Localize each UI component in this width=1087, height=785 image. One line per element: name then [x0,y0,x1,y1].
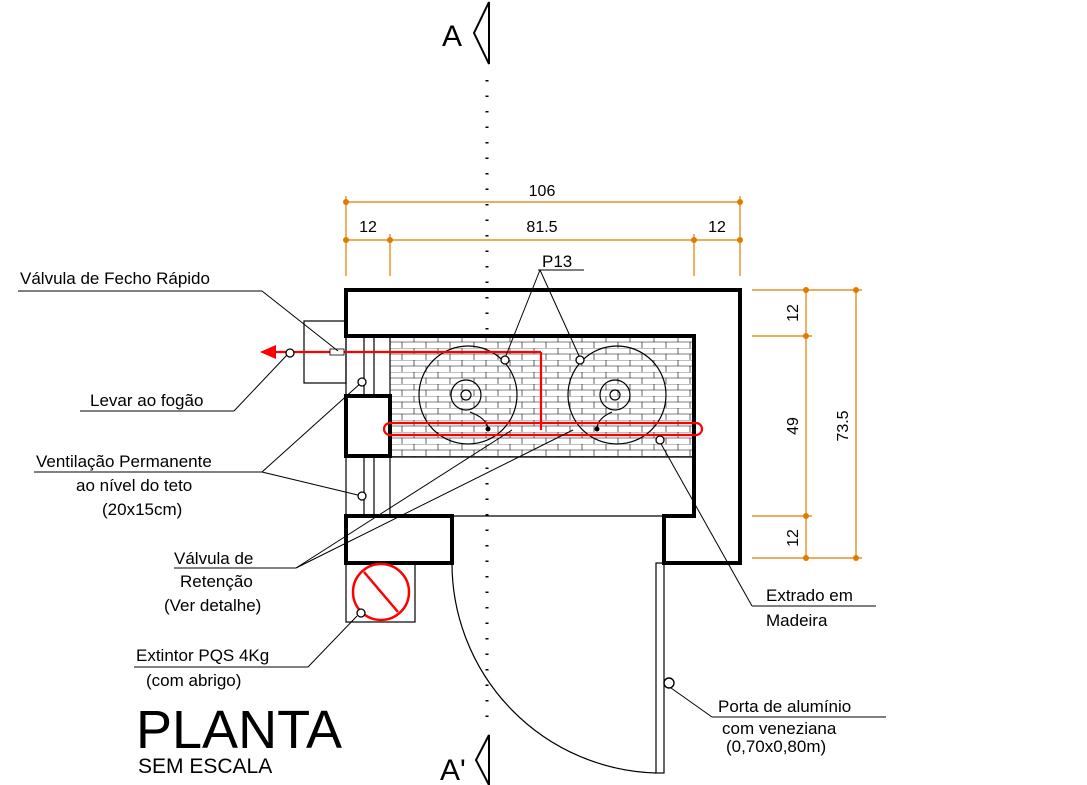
label-quick-valve: Válvula de Fecho Rápido [20,269,210,288]
vertical-dimensions: 12 49 12 73.5 [752,287,862,561]
label-door-line1: Porta de alumínio [718,697,851,716]
label-wood-line2: Madeira [766,611,828,630]
title-main: PLANTA [136,700,342,760]
label-ext-line1: Extintor PQS 4Kg [136,646,269,665]
wall-bottom-left [344,514,454,565]
label-ext-line2: (com abrigo) [146,671,241,690]
label-door-line2: com veneziana [722,719,837,738]
label-vent-line1: Ventilação Permanente [36,452,212,471]
label-to-stove: Levar ao fogão [90,391,203,410]
dim-left-wall: 12 [359,219,377,236]
dim-right-wall: 12 [708,219,726,236]
drawing-title: PLANTA SEM ESCALA [136,700,342,778]
dim-total-width: 106 [529,183,556,200]
door [451,562,665,774]
dim-inner-width: 81.5 [526,219,557,236]
dim-top-wall: 12 [785,304,802,322]
gas-cylinder-right [567,345,667,445]
label-check-line2: Retenção [180,572,253,591]
title-sub: SEM ESCALA [138,755,272,778]
label-vent-line3: (20x15cm) [102,500,182,519]
section-mark-bottom: A' [440,734,490,785]
label-check-line1: Válvula de [174,549,253,568]
labels: P13 Válvula de Fecho Rápido Levar ao fog… [20,252,853,756]
gas-piping [260,345,704,437]
label-vent-line2: ao nível do teto [76,476,192,495]
label-wood-line1: Extrado em [766,586,853,605]
section-mark-top-label: A [442,20,462,53]
gas-cylinder-left [418,345,518,445]
horizontal-dimensions: 106 12 81.5 12 [343,183,743,276]
label-p13: P13 [542,252,572,271]
label-door-line3: (0,70x0,80m) [726,737,826,756]
dim-total-depth: 73.5 [835,410,852,441]
section-mark-bottom-label: A' [440,754,466,785]
dim-inner-depth: 49 [785,417,802,435]
label-check-line3: (Ver detalhe) [164,596,261,615]
leader-lines [18,269,886,718]
ventilation-box [344,394,392,458]
wall-top-right [344,288,742,565]
extinguisher [345,562,416,623]
section-mark-top: A [442,1,490,65]
dim-bottom-wall: 12 [785,529,802,547]
